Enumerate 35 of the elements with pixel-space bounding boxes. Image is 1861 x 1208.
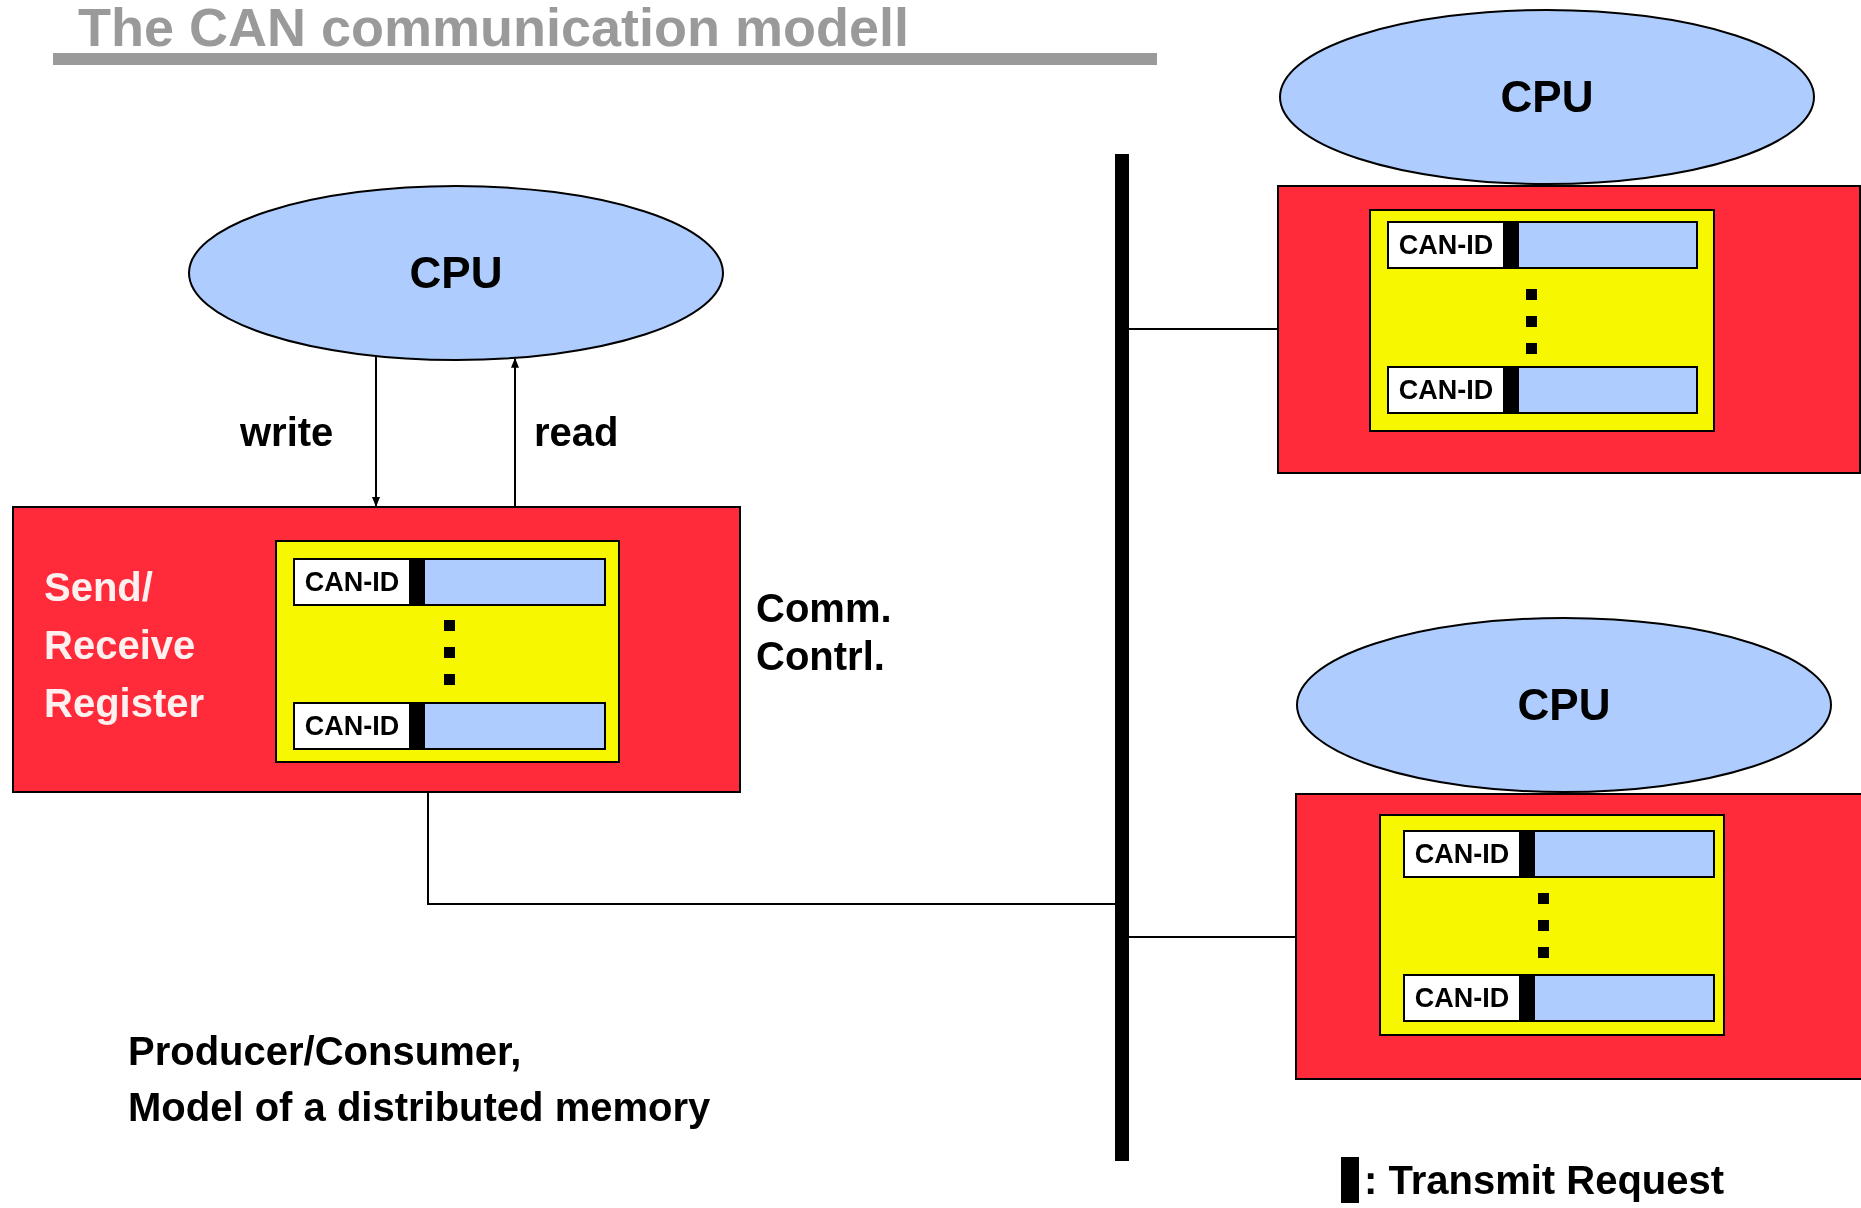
message-buffer (1369, 209, 1715, 432)
caption-note: Producer/Consumer, (128, 1028, 522, 1075)
communication-controller (1277, 185, 1861, 474)
can-id-cell: CAN-ID (295, 560, 409, 604)
message-buffer (275, 540, 620, 763)
connector-line (1128, 328, 1278, 330)
register-row (1403, 974, 1715, 1022)
title: The CAN communication modell (78, 0, 910, 58)
register-row (1387, 366, 1698, 414)
arrow (372, 356, 380, 507)
controller-label: Send/ Receive Register (44, 564, 206, 727)
controller-caption: Comm. Contrl. (756, 585, 893, 680)
connector-line (1128, 936, 1296, 938)
cpu-ellipse (188, 185, 724, 361)
can-id-cell: CAN-ID (1405, 832, 1519, 876)
register-row (293, 702, 606, 750)
connector-line (427, 792, 1116, 905)
can-id-cell: CAN-ID (295, 704, 409, 748)
register-row (1387, 221, 1698, 269)
can-id-cell: CAN-ID (1389, 223, 1503, 267)
register-row (293, 558, 606, 606)
cpu-ellipse (1296, 617, 1832, 793)
communication-controller (1295, 793, 1861, 1080)
arrow (511, 357, 519, 507)
cpu-ellipse (1279, 9, 1815, 185)
can-id-cell: CAN-ID (1389, 368, 1503, 412)
communication-controller (12, 506, 741, 793)
cpu-label: CPU (408, 248, 504, 298)
register-row (1403, 830, 1715, 878)
can-id-cell: CAN-ID (1405, 976, 1519, 1020)
cpu-label: CPU (1516, 680, 1612, 730)
message-buffer (1379, 814, 1725, 1036)
caption-note: Model of a distributed memory (128, 1084, 711, 1131)
legend-label: : Transmit Request (1364, 1158, 1725, 1203)
cpu-label: CPU (1499, 72, 1595, 122)
